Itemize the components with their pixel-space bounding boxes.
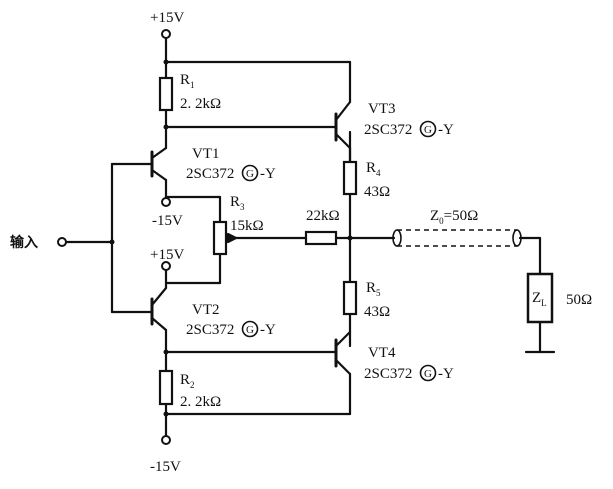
r1-name: R1 bbox=[180, 72, 195, 90]
r4-value: 43Ω bbox=[364, 184, 390, 200]
vt2-collector-supply-label: +15V bbox=[150, 247, 184, 263]
vt2-part: 2SC372 bbox=[186, 322, 234, 338]
r2-name: R2 bbox=[180, 372, 195, 390]
r2-resistor bbox=[158, 369, 174, 406]
vt1-grade-circle bbox=[241, 164, 259, 182]
r3-name: R3 bbox=[230, 194, 245, 212]
rfb-resistor bbox=[304, 230, 338, 246]
vt3-name: VT3 bbox=[368, 101, 396, 117]
r1-value: 2. 2kΩ bbox=[180, 96, 221, 112]
vt3-grade-circle bbox=[419, 120, 437, 138]
input-terminal bbox=[57, 237, 67, 247]
input-label: 输入 bbox=[10, 234, 38, 251]
vt2-name: VT2 bbox=[192, 302, 220, 318]
vt2-suffix: -Y bbox=[260, 322, 276, 338]
junctions bbox=[109, 59, 353, 417]
vt2-collector-terminal bbox=[161, 261, 171, 271]
coax-label: Z0=50Ω bbox=[430, 208, 478, 226]
vt4-grade-circle bbox=[419, 364, 437, 382]
wiring bbox=[64, 31, 556, 438]
vt3-transistor bbox=[334, 100, 352, 164]
r5-value: 43Ω bbox=[364, 304, 390, 320]
vt4-grade: G bbox=[424, 368, 432, 380]
vt2-grade-circle bbox=[241, 320, 259, 338]
r5-name: R5 bbox=[366, 280, 381, 298]
load-name: ZL bbox=[532, 290, 547, 308]
top-supply-label: +15V bbox=[150, 10, 184, 26]
vt3-suffix: -Y bbox=[438, 122, 454, 138]
bottom-supply-label: -15V bbox=[150, 459, 181, 475]
r4-name: R4 bbox=[366, 160, 381, 178]
vt4-suffix: -Y bbox=[438, 366, 454, 382]
top-supply-terminal bbox=[161, 29, 171, 39]
r3-potentiometer bbox=[212, 220, 228, 256]
vt1-suffix: -Y bbox=[260, 166, 276, 182]
r5-resistor bbox=[342, 280, 358, 316]
r3-wiper-arrow bbox=[226, 232, 238, 244]
r3-value: 15kΩ bbox=[230, 218, 264, 234]
vt1-emitter-supply-label: -15V bbox=[152, 213, 183, 229]
vt1-name: VT1 bbox=[192, 146, 220, 162]
r4-resistor bbox=[342, 160, 358, 196]
vt2-grade: G bbox=[246, 324, 254, 336]
rfb-value: 22kΩ bbox=[306, 208, 340, 224]
vt1-part: 2SC372​ bbox=[186, 166, 234, 182]
coax-cable bbox=[392, 229, 522, 247]
bottom-supply-terminal bbox=[161, 435, 171, 445]
vt4-name: VT4 bbox=[368, 345, 396, 361]
vt3-part: 2SC372 bbox=[364, 122, 412, 138]
load-impedance bbox=[526, 272, 554, 324]
vt4-part: 2SC372 bbox=[364, 366, 412, 382]
vt3-grade: G bbox=[424, 124, 432, 136]
vt4-transistor bbox=[334, 330, 352, 382]
vt1-grade: G bbox=[246, 168, 254, 180]
vt1-emitter-terminal bbox=[161, 197, 171, 207]
r1-resistor bbox=[158, 76, 174, 112]
load-value: 50Ω bbox=[566, 292, 592, 308]
r2-value: 2. 2kΩ bbox=[180, 394, 221, 410]
